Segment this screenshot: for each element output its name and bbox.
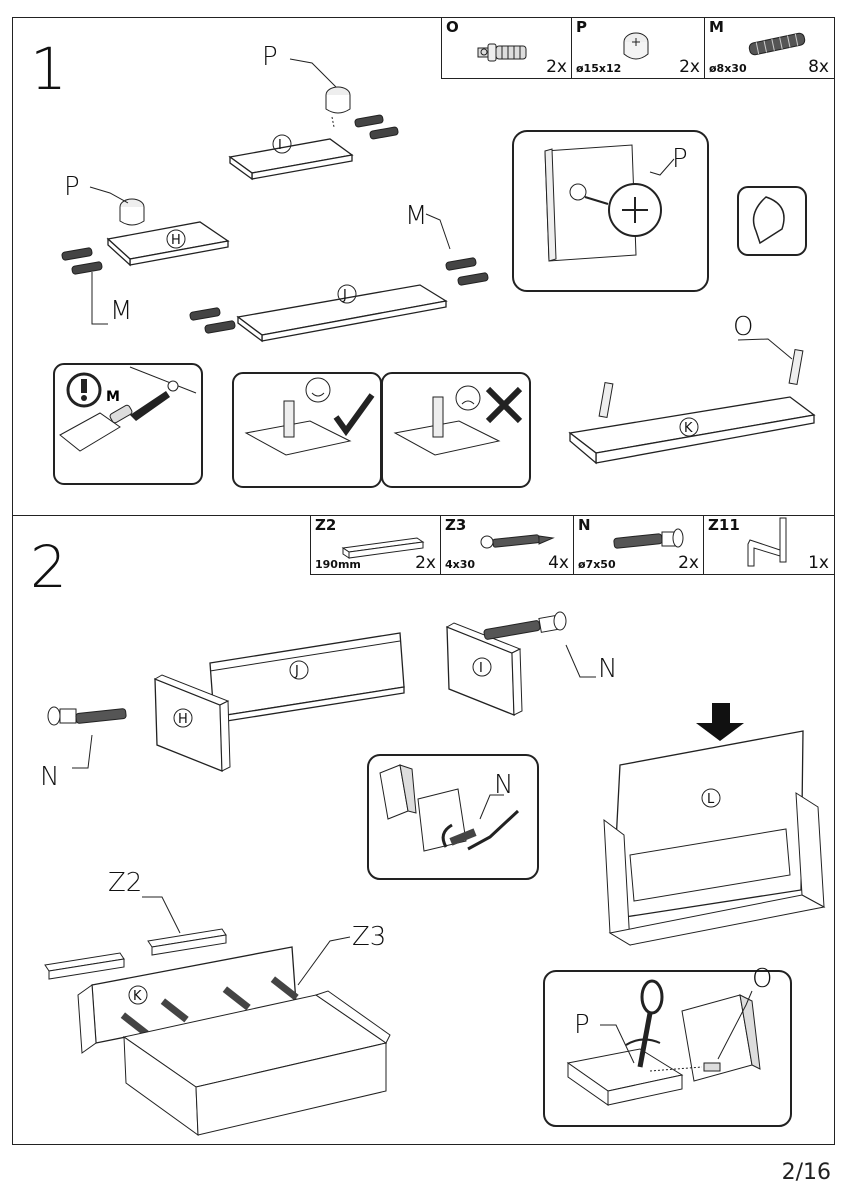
panel-j: J (236, 284, 448, 343)
part-code: Z11 (708, 516, 740, 534)
part-spec: 4x30 (445, 558, 476, 571)
allen-key-icon (747, 517, 787, 567)
label-m-right: M (405, 201, 427, 231)
part-spec: ø8x30 (709, 62, 747, 75)
part-code: O (446, 18, 459, 36)
warning-m-label: M (106, 389, 120, 405)
part-code: N (578, 516, 591, 534)
correct-example (232, 372, 382, 488)
part-qty: 8x (808, 57, 829, 77)
label-n-right: N (598, 654, 617, 684)
panel-i2-label: I (479, 661, 483, 676)
part-cell-z11: Z11 1x (704, 516, 833, 574)
panel-h: H (106, 221, 230, 267)
panel-h-step2: H (153, 674, 231, 772)
dowel-icon (748, 32, 806, 56)
label-z2: Z2 (108, 868, 142, 898)
panel-i-step2: I (445, 622, 523, 716)
part-cell-z3: Z3 4x30 4x (441, 516, 574, 574)
part-qty: 2x (679, 57, 700, 77)
part-code: M (709, 18, 724, 36)
panel-j-step2: J (209, 632, 405, 724)
detail-cam-insert: P (512, 130, 709, 292)
part-qty: 2x (415, 553, 436, 573)
step2-parts-table: Z2 190mm 2x Z3 4x30 4x N ø7x50 2x Z11 (310, 515, 835, 575)
panel-i: I (228, 134, 354, 181)
tape-icon (737, 186, 807, 256)
label-n-detail: N (494, 770, 513, 800)
step1-parts-table: O 2x P ø15x12 2x M ø8x30 8x (441, 17, 835, 79)
dowels-i (354, 114, 399, 140)
page-number: 2/16 (781, 1160, 831, 1185)
panel-k: K (568, 348, 816, 465)
panel-l-label: L (707, 792, 715, 807)
part-cell-o: O 2x (442, 18, 572, 78)
panel-k-label: K (684, 421, 693, 436)
step1-illustration: I P H P M J (53, 42, 816, 488)
label-o-detail2: O (752, 964, 772, 994)
cabinet-back-panel: L (603, 703, 826, 946)
screws-z3 (120, 976, 299, 1037)
screw-n-left (47, 706, 127, 726)
detail-screw-n: N (367, 754, 539, 880)
part-cell-p: P ø15x12 2x (572, 18, 705, 78)
dowels-h (61, 247, 103, 275)
part-cell-n: N ø7x50 2x (574, 516, 704, 574)
warning-box: M (53, 363, 203, 485)
part-spec: ø7x50 (578, 558, 616, 571)
part-cell-z2: Z2 190mm 2x (311, 516, 441, 574)
dowels-j (189, 257, 489, 334)
panel-j-label: J (342, 288, 347, 303)
page-frame (12, 17, 835, 1145)
label-m-left: M (110, 296, 132, 326)
part-code: Z3 (445, 516, 467, 534)
rails-z2 (44, 928, 227, 980)
screw-icon (480, 534, 555, 549)
part-qty: 4x (548, 553, 569, 573)
detail-cam-tighten: P O (543, 964, 792, 1127)
panel-k2-label: K (133, 989, 142, 1004)
drawer-box (122, 990, 391, 1137)
part-cell-m: M ø8x30 8x (705, 18, 833, 78)
cam-lock-icon (623, 32, 649, 60)
label-o-step1: O (733, 312, 753, 342)
step2-number: 2 (30, 533, 67, 601)
confirmat-screw-icon (613, 528, 684, 549)
label-p-detail: P (672, 144, 688, 174)
cam-p-top (325, 86, 351, 128)
label-p-left: P (64, 172, 80, 202)
part-code: Z2 (315, 516, 337, 534)
step1-number: 1 (30, 35, 67, 103)
label-p-detail2: P (574, 1010, 590, 1040)
label-n-left: N (40, 762, 59, 792)
panel-i-label: I (278, 138, 282, 153)
rail-icon (341, 537, 425, 559)
step2-illustration: J H I N N N (40, 611, 826, 1137)
part-spec: ø15x12 (576, 62, 622, 75)
part-qty: 1x (808, 553, 829, 573)
part-qty: 2x (546, 57, 567, 77)
label-z3: Z3 (352, 922, 386, 952)
panel-j2-label: J (294, 664, 299, 679)
part-qty: 2x (678, 553, 699, 573)
part-spec: 190mm (315, 558, 361, 571)
cam-bolt-icon (477, 43, 527, 62)
panel-h2-label: H (178, 712, 188, 727)
part-code: P (576, 18, 587, 36)
label-p-top: P (262, 42, 278, 72)
incorrect-example (381, 372, 531, 488)
panel-h-label: H (171, 233, 181, 248)
screw-n-right (483, 611, 567, 640)
cam-p-left (119, 198, 145, 226)
